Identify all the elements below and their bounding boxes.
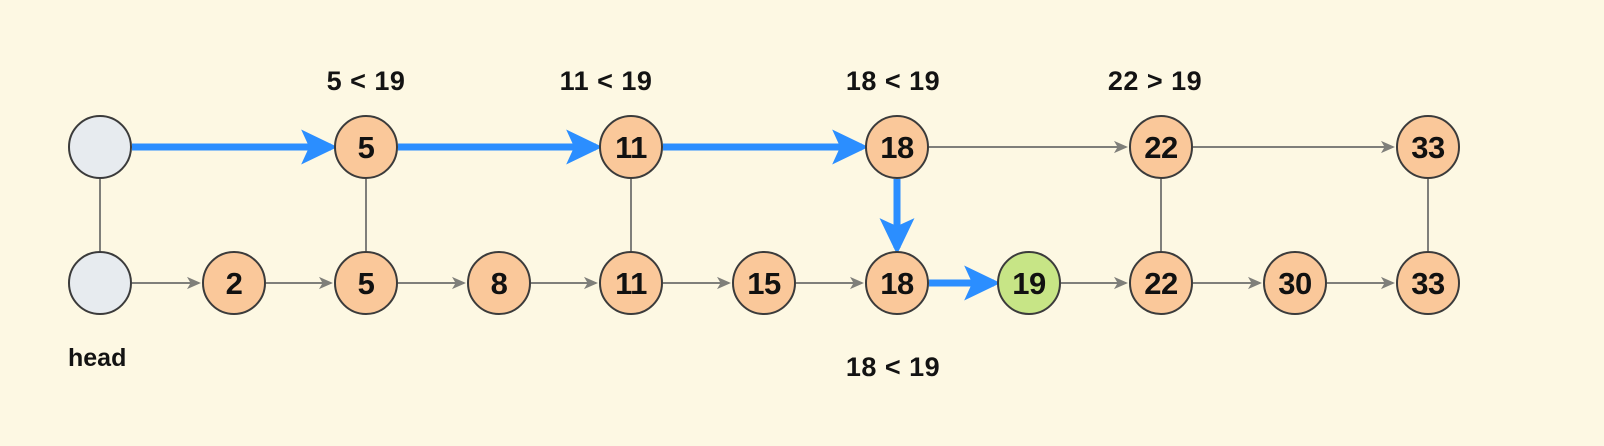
node-l-5[interactable]: 5 [334,251,398,315]
node-l-15[interactable]: 15 [732,251,796,315]
node-u-33[interactable]: 33 [1396,115,1460,179]
comparison-label-cmp-18-lower: 18 < 19 [845,352,941,382]
node-value: 5 [357,265,375,301]
node-value: 30 [1278,265,1312,301]
node-u-head[interactable] [68,115,132,179]
node-value: 33 [1411,129,1445,165]
node-value: 19 [1012,265,1046,301]
node-value: 11 [615,129,647,165]
node-value: 8 [490,265,508,301]
node-value: 22 [1144,265,1178,301]
head-label: head [68,344,127,372]
node-u-22[interactable]: 22 [1129,115,1193,179]
vertical-links [99,179,1429,255]
node-value: 33 [1411,265,1445,301]
comparison-label-cmp-5: 5 < 19 [326,66,406,96]
node-u-11[interactable]: 11 [599,115,663,179]
node-value: 22 [1144,129,1178,165]
node-l-head[interactable] [68,251,132,315]
node-value: 15 [747,265,781,301]
node-l-30[interactable]: 30 [1263,251,1327,315]
node-l-33[interactable]: 33 [1396,251,1460,315]
node-value: 2 [225,265,243,301]
node-value: 11 [615,265,647,301]
node-value: 18 [880,129,914,165]
comparison-label-cmp-22: 22 > 19 [1107,66,1203,96]
node-l-11[interactable]: 11 [599,251,663,315]
node-l-22[interactable]: 22 [1129,251,1193,315]
node-l-8[interactable]: 8 [467,251,531,315]
node-l-2[interactable]: 2 [202,251,266,315]
node-l-18[interactable]: 18 [865,251,929,315]
comparison-label-cmp-18-upper: 18 < 19 [845,66,941,96]
node-value: 5 [357,129,375,165]
node-u-5[interactable]: 5 [334,115,398,179]
node-l-19[interactable]: 19 [997,251,1061,315]
comparison-label-cmp-11: 11 < 19 [559,66,653,96]
node-u-18[interactable]: 18 [865,115,929,179]
node-value: 18 [880,265,914,301]
